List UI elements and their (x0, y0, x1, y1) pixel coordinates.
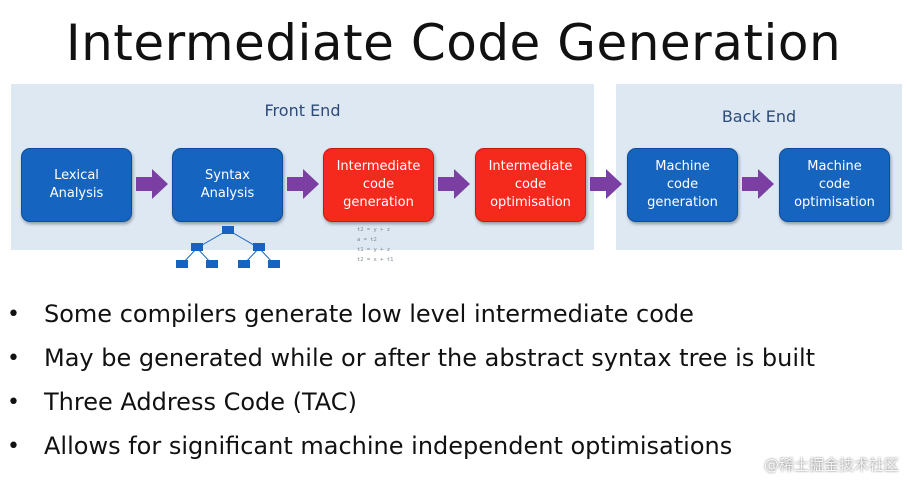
back-end-label: Back End (721, 107, 797, 126)
bullet-text: Three Address Code (TAC) (44, 388, 357, 416)
bullet-item: • Three Address Code (TAC) (0, 388, 907, 432)
stage-label: Lexical Analysis (49, 168, 104, 201)
stage-label: Machine code generation (647, 159, 718, 210)
stage-lexical-analysis: Lexical Analysis (21, 148, 132, 222)
stage-intermediate-code-generation: Intermediate code generation (323, 148, 434, 222)
arrow-right-icon (590, 169, 622, 199)
bullet-item: • May be generated while or after the ab… (0, 344, 907, 388)
bullet-text: Some compilers generate low level interm… (44, 300, 694, 328)
tac-snippet: t2 = y + z a = t2 t1 = y + z t2 = x + t1 (357, 225, 393, 265)
stage-label: Intermediate code generation (336, 159, 421, 210)
arrow-right-icon (287, 169, 319, 199)
stage-intermediate-code-optimisation: Intermediate code optimisation (475, 148, 586, 222)
front-end-label: Front End (264, 101, 341, 120)
bullet-glyph: • (7, 434, 20, 459)
tac-line: t2 = x + t1 (357, 257, 394, 263)
bullet-text: Allows for significant machine independe… (44, 432, 733, 460)
stage-label: Syntax Analysis (200, 168, 255, 201)
bullet-list: • Some compilers generate low level inte… (0, 300, 907, 476)
slide-title: Intermediate Code Generation (65, 14, 842, 72)
bullet-glyph: • (7, 390, 20, 415)
stage-label: Intermediate code optimisation (488, 159, 573, 210)
stage-machine-code-optimisation: Machine code optimisation (779, 148, 890, 222)
stage-syntax-analysis: Syntax Analysis (172, 148, 283, 222)
syntax-tree-icon (176, 226, 280, 268)
tac-line: t1 = y + z (357, 247, 391, 253)
stage-machine-code-generation: Machine code generation (627, 148, 738, 222)
bullet-item: • Allows for significant machine indepen… (0, 432, 907, 476)
watermark: @稀土掘金技术社区 (763, 456, 899, 474)
tac-line: t2 = y + z (357, 227, 391, 233)
stage-label: Machine code optimisation (794, 159, 875, 210)
bullet-text: May be generated while or after the abst… (44, 344, 816, 372)
arrow-right-icon (136, 169, 168, 199)
arrow-right-icon (742, 169, 774, 199)
arrow-right-icon (438, 169, 470, 199)
tac-line: a = t2 (357, 237, 377, 243)
bullet-glyph: • (7, 346, 20, 371)
bullet-item: • Some compilers generate low level inte… (0, 300, 907, 344)
bullet-glyph: • (7, 302, 20, 327)
